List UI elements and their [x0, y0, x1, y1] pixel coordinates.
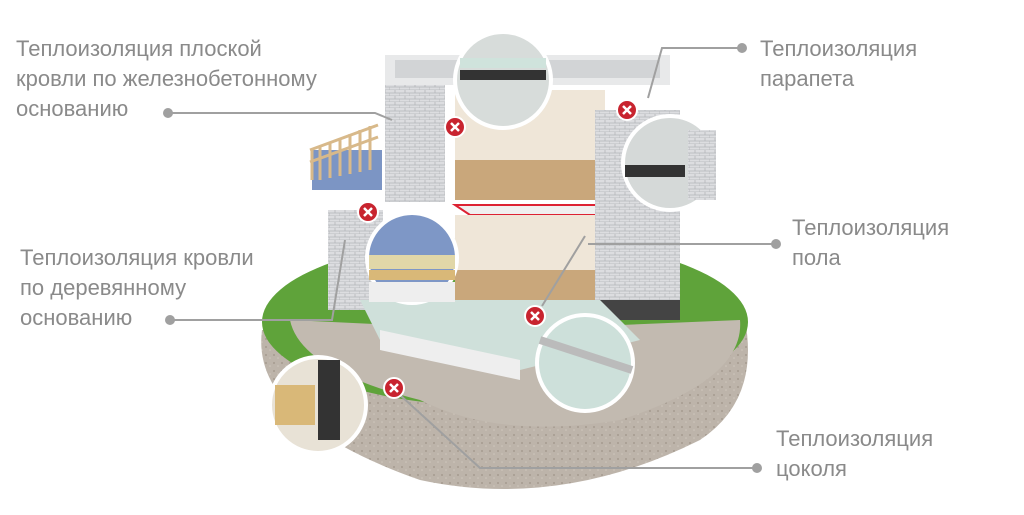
close-marker-icons — [357, 99, 638, 399]
detail-magnifiers — [268, 30, 719, 455]
leader-lines — [168, 47, 776, 469]
leader-parapet — [647, 47, 742, 99]
label-flat-roof: Теплоизоляция плоской кровли по железноб… — [16, 34, 317, 124]
label-line: Теплоизоляция плоской — [16, 36, 262, 61]
label-line: основанию — [20, 305, 133, 330]
magnifier-flat-roof — [453, 30, 553, 130]
magnifier-plinth — [268, 355, 368, 455]
leader-plinth — [399, 394, 757, 469]
close-marker-icon[interactable] — [616, 99, 638, 121]
label-line: основанию — [16, 96, 129, 121]
label-line: Теплоизоляция — [760, 36, 918, 61]
magnifier-parapet — [621, 114, 719, 212]
close-marker-icon[interactable] — [383, 377, 405, 399]
close-marker-icon[interactable] — [357, 201, 379, 223]
label-line: Теплоизоляция — [776, 426, 934, 451]
label-line: кровли по железнобетонному — [16, 66, 317, 91]
leader-dots — [163, 43, 781, 473]
magnifier-floor — [535, 313, 635, 413]
label-wood-roof: Теплоизоляция кровли по деревянному осно… — [20, 243, 254, 333]
label-line: Теплоизоляция — [792, 215, 950, 240]
close-marker-icon[interactable] — [524, 305, 546, 327]
label-line: Теплоизоляция кровли — [20, 245, 254, 270]
label-plinth: Теплоизоляция цоколя — [776, 424, 933, 484]
leader-flat-roof — [168, 112, 393, 121]
label-line: парапета — [760, 66, 855, 91]
label-parapet: Теплоизоляция парапета — [760, 34, 917, 94]
magnifier-wood-roof — [365, 211, 459, 305]
label-line: цоколя — [776, 456, 847, 481]
label-line: по деревянному — [20, 275, 187, 300]
label-line: пола — [792, 245, 841, 270]
leader-floor-marker — [541, 235, 586, 307]
close-marker-icon[interactable] — [444, 116, 466, 138]
label-floor: Теплоизоляция пола — [792, 213, 949, 273]
leader-wood-roof — [170, 239, 346, 321]
